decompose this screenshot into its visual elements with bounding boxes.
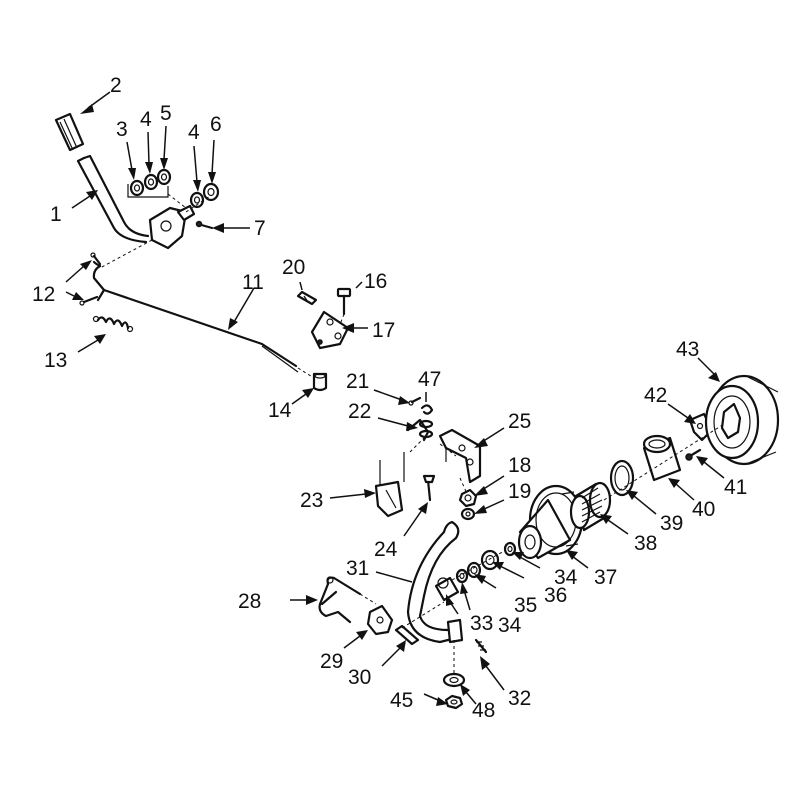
part-11-shift-rod [92, 260, 315, 379]
part-17-plate [310, 310, 350, 350]
callout-30: 30 [348, 666, 371, 689]
part-45-nut [444, 694, 464, 710]
part-16-bolt [336, 287, 352, 331]
part-2-grip [54, 112, 85, 152]
callout-42: 42 [644, 384, 667, 407]
part-14-swivel [312, 372, 328, 392]
callout-4: 4 [140, 108, 152, 131]
part-1-shift-lever [76, 154, 150, 244]
part-12-cotter-pin-upper [90, 252, 102, 266]
part-24-bolt [422, 474, 436, 502]
callout-5: 5 [160, 102, 172, 125]
callout-18: 18 [508, 454, 531, 477]
leader-lines [65, 91, 725, 706]
part-19-washer [460, 507, 476, 521]
callout-31: 31 [346, 557, 369, 580]
callout-14: 14 [268, 399, 292, 422]
callout-3: 3 [116, 118, 128, 141]
callout-29: 29 [320, 650, 343, 673]
part-38-needle-bearing [569, 481, 612, 532]
part-6-washer [202, 182, 220, 202]
callout-17: 17 [372, 319, 395, 342]
callout-28: 28 [238, 590, 261, 613]
part-48-washer [442, 672, 466, 688]
callout-11: 11 [242, 271, 264, 294]
part-20-spring-pin [296, 290, 318, 306]
callout-21: 21 [346, 370, 369, 393]
part-3-washer [129, 179, 145, 197]
part-32-set-screw [474, 638, 488, 654]
callout-43: 43 [676, 338, 699, 361]
part-13-spring [92, 315, 134, 333]
part-39-snap-ring [609, 459, 635, 497]
part-7-pin [195, 220, 214, 230]
part-25-bracket [438, 428, 482, 484]
part-18-nut [458, 488, 478, 508]
callout-22: 22 [348, 400, 371, 423]
part-41-bolt [685, 448, 702, 461]
callout-40: 40 [692, 498, 715, 521]
callout-24: 24 [374, 538, 398, 561]
part-36-bearing [480, 549, 500, 571]
callout-2: 2 [110, 74, 122, 97]
callout-1: 1 [50, 203, 62, 226]
callout-20: 20 [282, 256, 305, 279]
part-5-nut [156, 168, 172, 186]
part-33-shaft [434, 576, 460, 602]
part-35-ring [466, 561, 482, 579]
part-47-clip [420, 404, 434, 415]
callout-6: 6 [210, 113, 222, 136]
part-12-cotter-pin-lower [79, 295, 99, 306]
callout-36: 36 [544, 584, 567, 607]
part-30-pin [394, 624, 420, 646]
callout-35: 35 [514, 594, 537, 617]
callout-7: 7 [254, 217, 266, 240]
shift-bracket [148, 193, 211, 250]
part-28-lever [318, 576, 362, 624]
callout-37: 37 [594, 566, 617, 589]
callout-41: 41 [724, 476, 747, 499]
callout-25: 25 [508, 410, 531, 433]
part-23-bracket [374, 452, 405, 518]
callout-16: 16 [364, 270, 387, 293]
callout-12: 12 [32, 283, 55, 306]
callout-23: 23 [300, 489, 323, 512]
callout-19: 19 [508, 480, 531, 503]
callout-4-right: 4 [188, 121, 200, 144]
callout-32: 32 [508, 687, 531, 710]
part-40-sleeve [642, 434, 682, 482]
part-43-pulley [704, 374, 780, 466]
callout-38: 38 [634, 532, 657, 555]
part-29-clevis [366, 604, 394, 636]
part-4-washer [143, 173, 159, 191]
part-4-washer-right [189, 191, 205, 209]
callout-39: 39 [660, 512, 683, 535]
part-31-shift-arm [406, 520, 464, 644]
callout-34-upper: 34 [554, 566, 578, 589]
callout-34-lower: 34 [498, 614, 522, 637]
part-21-cotter-pin [408, 396, 422, 406]
callout-47: 47 [418, 368, 441, 391]
callout-33: 33 [470, 612, 493, 635]
callout-48: 48 [472, 699, 495, 722]
callout-13: 13 [44, 349, 67, 372]
callout-45: 45 [390, 689, 413, 712]
